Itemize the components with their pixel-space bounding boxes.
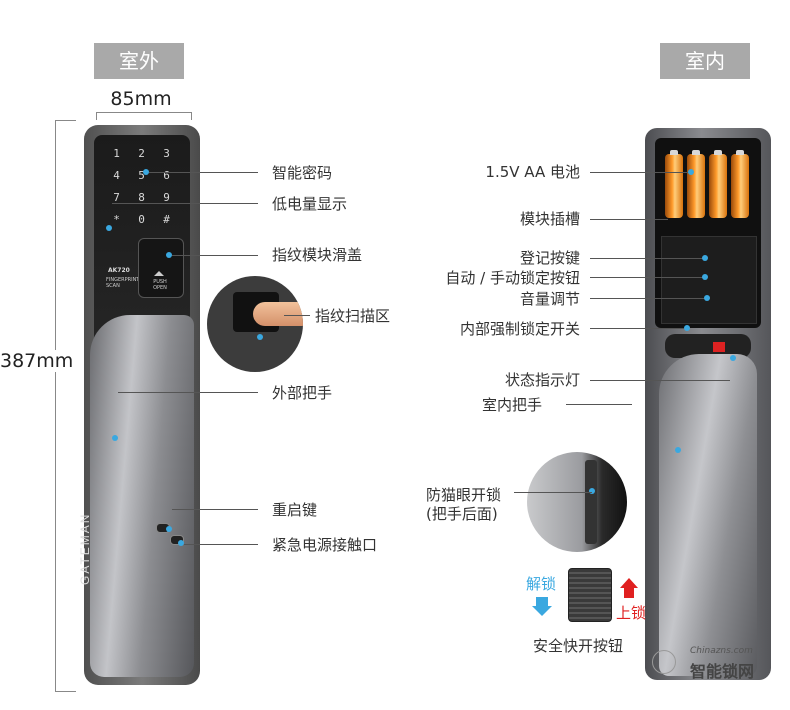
outdoor-lock: 1 2 3 4 5 6 7 8 9 * 0 # AK720 FINGERPRIN… bbox=[78, 125, 200, 685]
finger-icon bbox=[253, 302, 303, 326]
low-battery-dot bbox=[106, 225, 112, 231]
lock-arrowhead bbox=[620, 578, 638, 588]
watermark-name: 智能锁网 bbox=[690, 662, 755, 681]
restart-key-dot bbox=[166, 526, 172, 532]
push-open-text: PUSH OPEN bbox=[153, 279, 167, 291]
key-2[interactable]: 2 bbox=[138, 147, 145, 160]
label-register-button: 登记按键 bbox=[519, 249, 580, 267]
status-light-line bbox=[590, 380, 730, 381]
key-5[interactable]: 5 bbox=[138, 169, 145, 182]
battery-dot bbox=[688, 169, 694, 175]
key-4[interactable]: 4 bbox=[113, 169, 120, 182]
battery-4-icon bbox=[731, 150, 749, 218]
width-dimension-line bbox=[96, 112, 192, 120]
push-open-arrow-icon bbox=[154, 271, 164, 276]
anti-peephole-slot bbox=[585, 460, 597, 544]
emergency-contact-line bbox=[184, 544, 258, 545]
emergency-contact-dot bbox=[178, 540, 184, 546]
battery-1-icon bbox=[665, 150, 683, 218]
indoor-handle-shape bbox=[659, 354, 757, 676]
smart-password-line bbox=[149, 172, 258, 173]
register-button-line bbox=[590, 258, 704, 259]
anti-peephole-line bbox=[514, 492, 592, 493]
label-safety-button: 安全快开按钮 bbox=[533, 637, 624, 655]
indoor-handle-dot bbox=[675, 447, 681, 453]
label-fingerprint-area: 指纹扫描区 bbox=[315, 307, 391, 325]
label-restart-key: 重启键 bbox=[272, 501, 318, 519]
width-dimension: 85mm bbox=[110, 88, 172, 110]
fingerprint-cover-dot bbox=[166, 252, 172, 258]
register-button-dot bbox=[702, 255, 708, 261]
brand-logo: GATEMAN bbox=[78, 512, 92, 585]
lock-arrow-icon bbox=[624, 588, 634, 598]
unlock-arrow-icon bbox=[536, 597, 548, 607]
label-lock: 上锁 bbox=[616, 604, 647, 622]
label-anti-peephole: 防猫眼开锁 bbox=[426, 486, 502, 504]
battery-2-icon bbox=[687, 150, 705, 218]
outer-handle-dot bbox=[112, 435, 118, 441]
height-dimension-line bbox=[55, 120, 76, 692]
volume-line bbox=[590, 298, 706, 299]
fingerprint-area-dot bbox=[257, 334, 263, 340]
module-area bbox=[661, 236, 757, 324]
anti-peephole-dot bbox=[589, 488, 595, 494]
indoor-lock bbox=[645, 128, 771, 680]
fingerprint-area-line bbox=[284, 315, 310, 316]
fingerprint-inset bbox=[207, 276, 303, 372]
key-3[interactable]: 3 bbox=[163, 147, 170, 160]
unlock-arrowhead bbox=[532, 606, 552, 616]
low-battery-line bbox=[112, 203, 258, 229]
battery-3-icon bbox=[709, 150, 727, 218]
fingerprint-cover[interactable] bbox=[138, 238, 184, 298]
module-slot-line bbox=[590, 219, 668, 220]
safety-button[interactable] bbox=[568, 568, 612, 622]
emergency-contact bbox=[170, 535, 184, 545]
auto-manual-dot bbox=[702, 274, 708, 280]
force-lock-switch-red bbox=[713, 342, 725, 352]
watermark-icon bbox=[652, 650, 676, 674]
auto-manual-line bbox=[590, 277, 704, 278]
label-force-lock-switch: 内部强制锁定开关 bbox=[459, 320, 580, 338]
indoor-handle-line bbox=[566, 404, 632, 405]
watermark-domain: Chinazns.com bbox=[690, 646, 753, 656]
label-indoor-handle: 室内把手 bbox=[482, 396, 543, 414]
key-1[interactable]: 1 bbox=[113, 147, 120, 160]
label-auto-manual-lock: 自动 / 手动锁定按钮 bbox=[445, 269, 580, 287]
label-fingerprint-cover: 指纹模块滑盖 bbox=[272, 246, 363, 264]
key-hash[interactable]: # bbox=[163, 213, 170, 226]
force-lock-dot bbox=[684, 325, 690, 331]
battery-line bbox=[590, 172, 690, 173]
key-6[interactable]: 6 bbox=[163, 169, 170, 182]
outdoor-header: 室外 bbox=[94, 43, 184, 79]
restart-key-line bbox=[172, 509, 258, 530]
label-module-slot: 模块插槽 bbox=[519, 210, 580, 228]
label-emergency-contact: 紧急电源接触口 bbox=[272, 536, 378, 554]
label-anti-peephole-sub: (把手后面) bbox=[426, 505, 498, 523]
model-label: AK720 bbox=[108, 267, 130, 274]
fingerprint-scan-text: FINGERPRINT SCAN bbox=[106, 277, 140, 289]
key-8[interactable]: 8 bbox=[138, 191, 145, 204]
label-status-light: 状态指示灯 bbox=[504, 371, 580, 389]
label-smart-password: 智能密码 bbox=[272, 164, 333, 182]
label-unlock: 解锁 bbox=[526, 575, 557, 593]
keypad: 1 2 3 4 5 6 7 8 9 * 0 # bbox=[104, 147, 179, 226]
label-volume: 音量调节 bbox=[519, 290, 580, 308]
key-9[interactable]: 9 bbox=[163, 191, 170, 204]
key-star[interactable]: * bbox=[113, 213, 120, 226]
outer-handle-shape bbox=[90, 315, 194, 677]
key-7[interactable]: 7 bbox=[113, 191, 120, 204]
height-dimension: 387mm bbox=[0, 350, 74, 372]
key-0[interactable]: 0 bbox=[138, 213, 145, 226]
label-low-battery: 低电量显示 bbox=[272, 195, 348, 213]
anti-peephole-inset bbox=[527, 452, 627, 552]
label-outer-handle: 外部把手 bbox=[272, 384, 333, 402]
indoor-header: 室内 bbox=[660, 43, 750, 79]
label-battery: 1.5V AA 电池 bbox=[485, 163, 580, 181]
outer-handle-line bbox=[118, 392, 258, 393]
status-light-dot bbox=[730, 355, 736, 361]
force-lock-line bbox=[590, 328, 686, 329]
volume-dot bbox=[704, 295, 710, 301]
fingerprint-cover-line bbox=[172, 255, 258, 256]
smart-password-dot bbox=[143, 169, 149, 175]
